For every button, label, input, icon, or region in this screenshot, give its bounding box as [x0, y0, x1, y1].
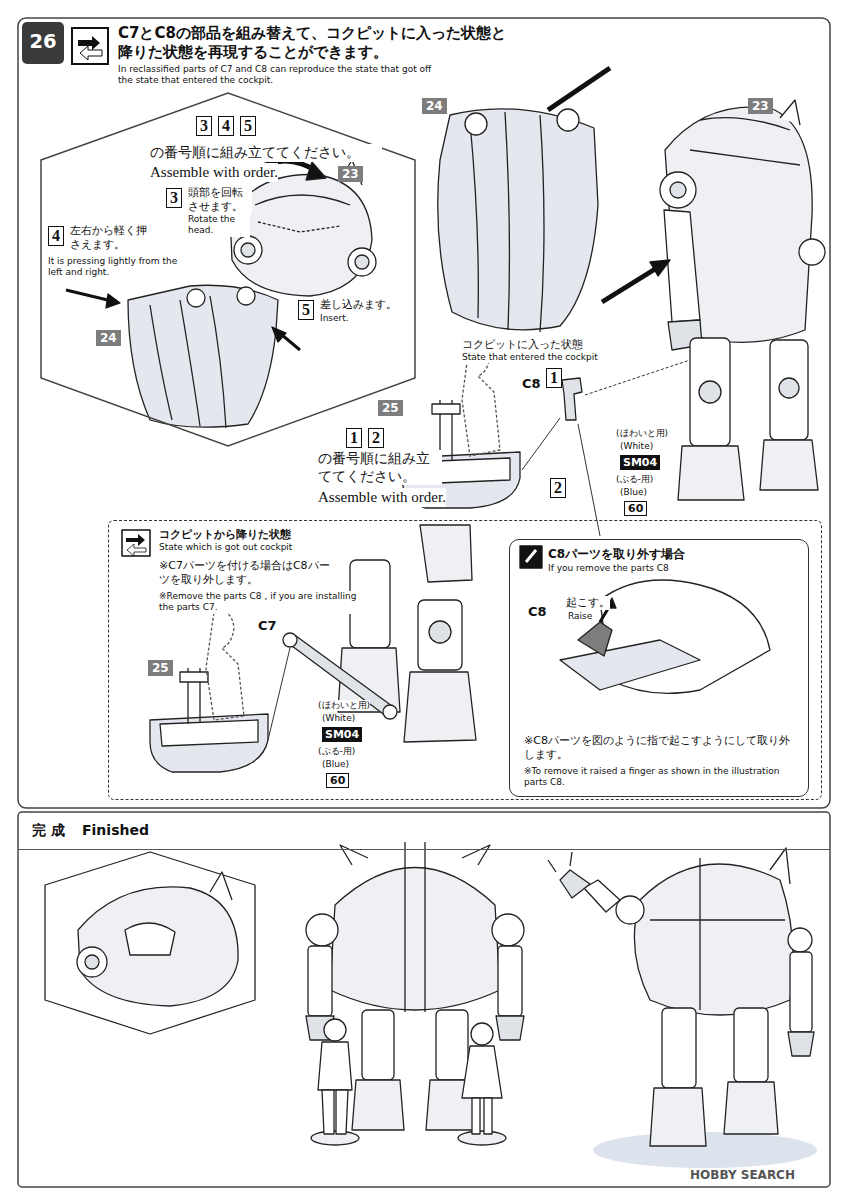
action-note: Raise: [568, 611, 592, 622]
c8-part: [562, 378, 582, 420]
node-text: C8パーツを取り外す場合: [548, 547, 685, 562]
step-number: 3: [196, 116, 212, 136]
press-arrowhead: [272, 327, 286, 342]
c7-part: [283, 633, 397, 719]
step-number: 4: [48, 226, 64, 246]
action-note: 起こす。: [566, 596, 610, 610]
shell-part: [438, 109, 598, 332]
step-number: 1: [546, 368, 562, 388]
step-number: 5: [298, 300, 314, 320]
swap-icon: [122, 530, 150, 556]
guide-bar: [548, 68, 610, 110]
cockpit-seat: [150, 611, 268, 772]
paint-note: (White): [620, 441, 653, 452]
paint-code: SM04: [620, 455, 660, 470]
part-name: C8: [522, 376, 541, 392]
paint-note: (Blue): [322, 759, 349, 770]
node-text: コクピットから降りた状態: [159, 528, 291, 542]
part-number: 24: [422, 98, 447, 114]
insert-arrowhead: [650, 260, 670, 276]
press-arrowhead: [106, 294, 120, 308]
finished-detail: [45, 852, 255, 1034]
watermark: HOBBY SEARCH: [690, 1168, 795, 1183]
step-note: Rotate the head.: [188, 214, 250, 237]
part-name: C7: [258, 618, 277, 634]
finished-mech-back: [548, 848, 817, 1168]
human-figure: [458, 1023, 506, 1145]
paint-note: (ほわいと用): [616, 428, 668, 439]
node-text: ※To remove it raised a finger as shown i…: [524, 766, 796, 789]
swap-icon: [72, 28, 108, 64]
paint-note: (ほわいと用): [318, 700, 370, 711]
step-note: 差し込みます。: [320, 298, 397, 312]
paint-code: SM04: [322, 727, 362, 742]
node-text: ※C7パーツを付ける場合はC8パーツを取り外します。: [159, 559, 337, 587]
instruction-text: In reclassified parts of C7 and C8 can r…: [118, 64, 448, 87]
guide-line: [585, 360, 690, 395]
human-figure: [311, 1019, 359, 1145]
rotate-arrowhead: [306, 162, 326, 180]
step-frame: [18, 18, 830, 808]
node-text: Assemble with order.: [150, 163, 278, 182]
part-number: 23: [338, 166, 363, 182]
insert-arrow: [602, 266, 660, 302]
hand-detail: [560, 580, 770, 693]
paint-note: (White): [322, 713, 355, 724]
paint-code: 60: [624, 501, 647, 516]
part-number: 23: [748, 98, 773, 114]
paint-code: 60: [326, 773, 349, 788]
mech-figure: [660, 100, 825, 500]
step-number: 2: [368, 428, 384, 448]
finished-frame: [18, 812, 830, 1187]
instruction-heading: C7とC8の部品を組み替えて、コクピットに入った状態と降りた状態を再現することが…: [118, 24, 506, 62]
step-number: 5: [240, 116, 256, 136]
guide-line: [522, 418, 560, 470]
step-number: 2: [550, 478, 566, 498]
guide-line: [268, 648, 290, 740]
step-note: 左右から軽く押さえます。: [70, 224, 150, 252]
node-text: 26: [22, 30, 64, 54]
part-number: 25: [378, 400, 403, 416]
step-number: 1: [346, 428, 362, 448]
paint-note: (Blue): [620, 487, 647, 498]
step-number-box: 26: [22, 22, 64, 64]
step-note: Insert.: [320, 313, 349, 324]
node-text: ※Remove the parts C8 , if you are instal…: [159, 591, 359, 614]
tool-icon: [520, 546, 542, 568]
step-note: It is pressing lightly from the left and…: [48, 256, 190, 279]
step-number: 3: [166, 188, 182, 208]
step-note: 頭部を回転させます。: [188, 186, 252, 214]
shell-part: [128, 285, 278, 428]
node-text: If you remove the parts C8: [548, 563, 669, 574]
part-number: 24: [96, 330, 121, 346]
step-note: の番号順に組み立ててください。: [318, 450, 442, 485]
node-text: の番号順に組み立ててください。: [150, 144, 382, 162]
node-text: State which is got out cockpit: [159, 542, 292, 553]
state-note: コクピットに入った状態: [462, 338, 583, 352]
alternate-state-panel: コクピットから降りた状態State which is got out cockp…: [108, 520, 822, 800]
hexagon-outline: [41, 93, 415, 446]
part-name: C8: [528, 604, 547, 620]
node-text: ※C8パーツを図のように指で起こすようにして取り外します。: [524, 734, 796, 762]
removal-note-box: C8パーツを取り外す場合If you remove the parts C8 ※C…: [509, 539, 809, 797]
step-note: Assemble with order.: [318, 488, 446, 507]
step-number: 4: [218, 116, 234, 136]
node-text: Finished: [82, 822, 149, 840]
node-text: 完 成: [32, 822, 65, 840]
paint-note: (ぶる-用): [318, 746, 355, 757]
paint-note: (ぶる-用): [616, 474, 653, 485]
part-number: 25: [148, 660, 173, 676]
state-note: State that entered the cockpit: [462, 352, 598, 363]
finished-band: 完 成 Finished: [18, 812, 830, 850]
finished-mech-front: [306, 842, 524, 1130]
